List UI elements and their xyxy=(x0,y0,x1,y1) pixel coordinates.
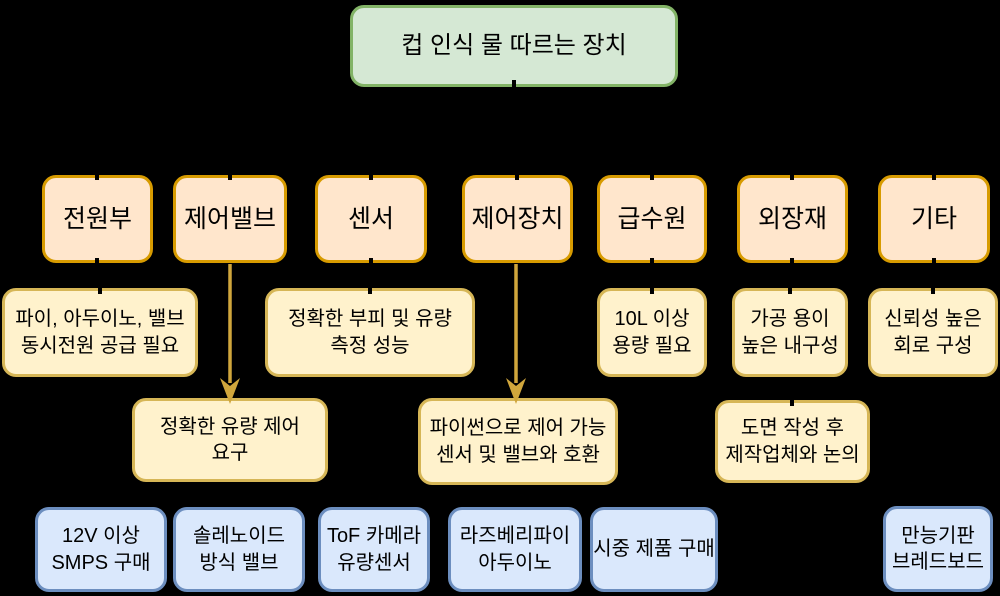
connector-tick xyxy=(369,169,373,180)
solution-node-breadboard: 만능기판 브레드보드 xyxy=(883,506,993,592)
category-label: 제어밸브 xyxy=(183,204,276,233)
arrow-control-valve-down xyxy=(220,264,240,404)
connector-tick xyxy=(790,169,794,180)
solution-label: 시중 제품 구매 xyxy=(593,538,715,561)
connector-tick xyxy=(369,258,373,269)
solution-label: 라즈베리파이 아두이노 xyxy=(459,525,571,574)
connector-tick xyxy=(515,169,519,180)
category-node-water-source: 급수원 xyxy=(597,175,707,263)
solution-node-tof-flow-sensor: ToF 카메라 유량센서 xyxy=(318,507,430,592)
note-label: 정확한 유량 제어 요구 xyxy=(160,415,300,464)
solution-node-smps: 12V 이상 SMPS 구매 xyxy=(35,507,167,592)
connector-tick xyxy=(650,258,654,269)
note-fabrication-plan: 도면 작성 후 제작업체와 논의 xyxy=(715,400,870,483)
connector-tick xyxy=(95,169,99,180)
note-label: 파이썬으로 제어 가능 센서 및 밸브와 호환 xyxy=(429,417,607,466)
solution-node-raspberrypi-arduino: 라즈베리파이 아두이노 xyxy=(448,507,582,592)
note-label: 파이, 아두이노, 밸브 동시전원 공급 필요 xyxy=(15,308,185,357)
connector-tick xyxy=(790,258,794,269)
connector-tick xyxy=(790,395,794,406)
note-circuit-reliability-requirement: 신뢰성 높은 회로 구성 xyxy=(868,288,998,377)
arrow-controller-down xyxy=(506,264,526,404)
connector-tick xyxy=(228,169,232,180)
connector-tick xyxy=(650,169,654,180)
category-label: 외장재 xyxy=(757,204,827,233)
note-sensor-requirement: 정확한 부피 및 유량 측정 성능 xyxy=(265,288,475,377)
connector-tick xyxy=(931,283,935,294)
solution-label: 솔레노이드 방식 밸브 xyxy=(193,525,285,574)
category-node-controller: 제어장치 xyxy=(462,175,573,263)
connector-tick xyxy=(368,283,372,294)
connector-tick xyxy=(512,80,516,91)
note-enclosure-requirement: 가공 용이 높은 내구성 xyxy=(732,288,848,377)
note-label: 가공 용이 높은 내구성 xyxy=(741,308,839,357)
category-node-misc: 기타 xyxy=(878,175,990,263)
category-node-control-valve: 제어밸브 xyxy=(173,175,287,263)
category-label: 센서 xyxy=(347,204,394,233)
category-label: 기타 xyxy=(910,204,957,233)
category-label: 제어장치 xyxy=(471,204,564,233)
note-python-compatibility-requirement: 파이썬으로 제어 가능 센서 및 밸브와 호환 xyxy=(418,398,618,485)
solution-label: 12V 이상 SMPS 구매 xyxy=(51,525,151,574)
category-node-power-supply: 전원부 xyxy=(42,175,153,263)
solution-label: ToF 카메라 유량센서 xyxy=(326,525,422,574)
solution-label: 만능기판 브레드보드 xyxy=(892,524,984,573)
note-label: 정확한 부피 및 유량 측정 성능 xyxy=(288,308,452,357)
note-flow-control-requirement: 정확한 유량 제어 요구 xyxy=(132,398,328,482)
note-label: 도면 작성 후 제작업체와 논의 xyxy=(725,417,860,466)
category-label: 전원부 xyxy=(62,204,132,233)
connector-tick xyxy=(650,283,654,294)
category-label: 급수원 xyxy=(617,204,687,233)
solution-node-solenoid-valve: 솔레노이드 방식 밸브 xyxy=(173,507,305,592)
connector-tick xyxy=(932,169,936,180)
connector-tick xyxy=(98,283,102,294)
solution-node-off-the-shelf: 시중 제품 구매 xyxy=(590,507,718,592)
connector-tick xyxy=(932,258,936,269)
connector-tick xyxy=(95,258,99,269)
root-label: 컵 인식 물 따르는 장치 xyxy=(401,32,627,60)
note-label: 10L 이상 용량 필요 xyxy=(612,308,692,357)
category-node-enclosure: 외장재 xyxy=(737,175,848,263)
category-node-sensor: 센서 xyxy=(315,175,427,263)
note-label: 신뢰성 높은 회로 구성 xyxy=(884,308,982,357)
connector-tick xyxy=(788,283,792,294)
note-water-capacity-requirement: 10L 이상 용량 필요 xyxy=(597,288,707,377)
note-power-requirement: 파이, 아두이노, 밸브 동시전원 공급 필요 xyxy=(2,288,198,377)
root-node-device: 컵 인식 물 따르는 장치 xyxy=(350,5,678,87)
